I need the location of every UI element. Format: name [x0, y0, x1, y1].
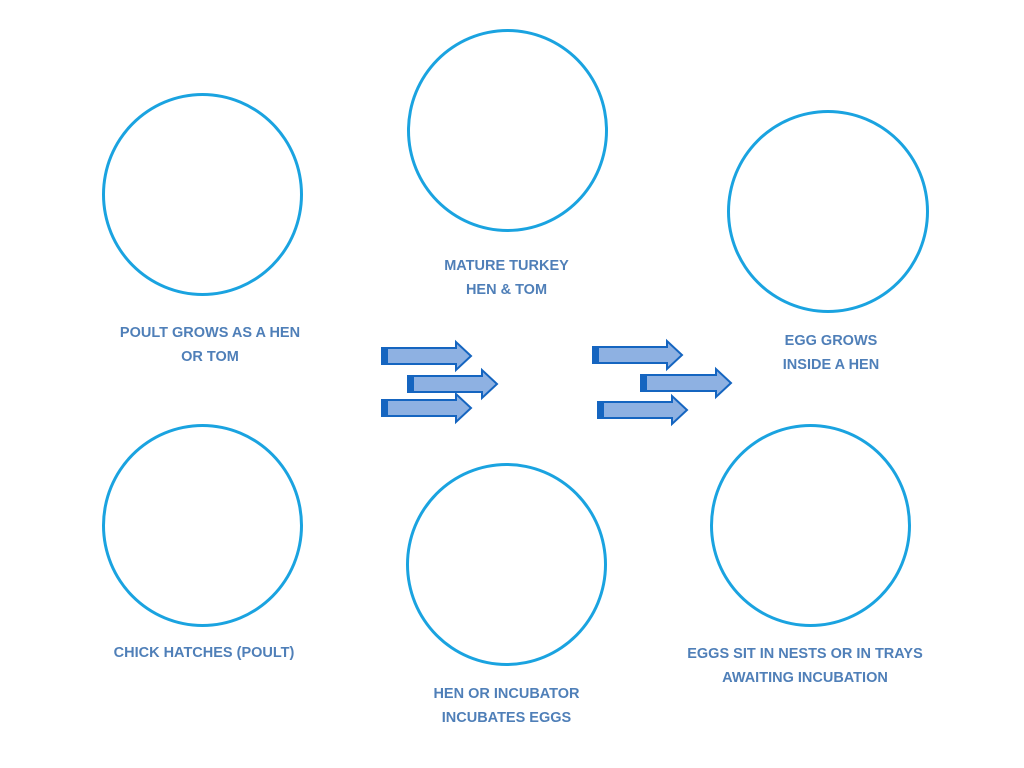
stage-circle-chick-hatches [102, 424, 303, 627]
label-eggs-sit-line2: AWAITING INCUBATION [722, 670, 888, 686]
label-eggs-sit: EGGS SIT IN NESTS OR IN TRAYS AWAITING I… [664, 642, 946, 690]
stage-circle-poult-grows [102, 93, 303, 296]
label-incubates-eggs-line2: INCUBATES EGGS [441, 710, 572, 726]
arrow-shaft-edge [593, 347, 599, 363]
arrow-group-left [381, 339, 499, 425]
stage-circle-mature-turkey [407, 29, 608, 232]
label-poult-grows: POULT GROWS AS A HEN OR TOM [90, 321, 330, 369]
arrow-right-icon [640, 366, 733, 400]
label-mature-turkey-line1: MATURE TURKEY [444, 258, 569, 274]
arrow-right-icon [597, 393, 689, 427]
stage-circle-egg-grows [727, 110, 929, 313]
label-poult-grows-line1: POULT GROWS AS A HEN [119, 325, 301, 341]
label-eggs-sit-line1: EGGS SIT IN NESTS OR IN TRAYS [687, 646, 923, 662]
arrow-right-icon [381, 391, 473, 425]
arrow-right-icon [592, 338, 684, 372]
stage-circle-incubates-eggs [406, 463, 607, 666]
arrow-right-icon [381, 339, 473, 373]
arrow-group-right [592, 338, 733, 427]
arrow-shaft-edge [382, 400, 388, 416]
label-egg-grows: EGG GROWS INSIDE A HEN [730, 329, 932, 377]
arrow-shaft-edge [641, 375, 647, 391]
label-egg-grows-line1: EGG GROWS [784, 333, 878, 349]
label-chick-hatches-line1: CHICK HATCHES (POULT) [113, 645, 295, 661]
stage-circle-eggs-sit [710, 424, 911, 627]
arrow-shaft-edge [598, 402, 604, 418]
arrow-right-icon [407, 367, 499, 401]
arrow-shaft-edge [382, 348, 388, 364]
label-mature-turkey: MATURE TURKEY HEN & TOM [406, 254, 607, 302]
label-incubates-eggs: HEN OR INCUBATOR INCUBATES EGGS [406, 682, 607, 730]
label-incubates-eggs-line1: HEN OR INCUBATOR [433, 686, 580, 702]
label-mature-turkey-line2: HEN & TOM [465, 282, 548, 298]
arrow-shaft-edge [408, 376, 414, 392]
label-poult-grows-line2: OR TOM [181, 349, 239, 365]
label-chick-hatches: CHICK HATCHES (POULT) [84, 641, 324, 665]
label-egg-grows-line2: INSIDE A HEN [782, 357, 880, 373]
